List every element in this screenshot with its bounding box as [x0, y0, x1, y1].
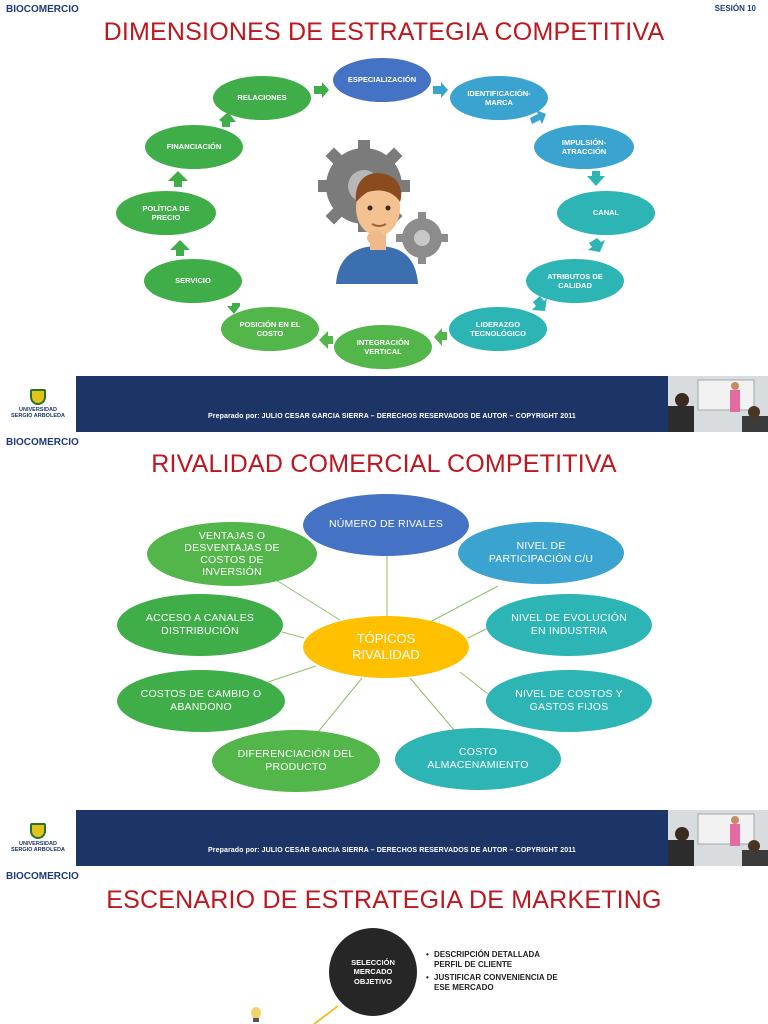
connector-6	[317, 677, 363, 733]
arrow-1	[433, 82, 448, 98]
classroom-photo	[668, 376, 768, 432]
arrow-10	[168, 171, 188, 187]
topic-costos-cambio: COSTOS DE CAMBIO O ABANDONO	[117, 670, 285, 732]
university-name-line2: SERGIO ARBOLEDA	[11, 413, 65, 419]
cycle-node-identificacion-marca: IDENTIFICACIÓN- MARCA	[450, 76, 548, 120]
connector-group	[267, 552, 499, 733]
prepared-by: Preparado por: JULIO CESAR GARCIA SIERRA…	[208, 847, 576, 854]
bullet-justificar: JUSTIFICAR CONVENIENCIA DE ESE MERCADO	[426, 973, 558, 992]
connector-2	[429, 585, 499, 623]
arrow-6	[434, 328, 447, 346]
arrow-2	[530, 110, 546, 124]
topic-ventajas-costos: VENTAJAS O DESVENTAJAS DE COSTOS DE INVE…	[147, 522, 317, 586]
topic-nivel-participacion: NIVEL DE PARTICIPACIÓN C/U	[458, 522, 624, 584]
slide-title: DIMENSIONES DE ESTRATEGIA COMPETITIVA	[103, 18, 665, 46]
topic-diferenciacion: DIFERENCIACIÓN DEL PRODUCTO	[212, 730, 380, 792]
classroom-photo	[668, 810, 768, 866]
slide-title: ESCENARIO DE ESTRATEGIA DE MARKETING	[106, 886, 662, 914]
cycle-node-relaciones: RELACIONES	[213, 76, 311, 120]
brand-label: BIOCOMERCIO	[6, 4, 79, 15]
arrow-4	[588, 238, 605, 252]
brand-label: BIOCOMERCIO	[6, 437, 79, 448]
thinking-man-gears-icon	[318, 140, 448, 284]
university-name-line1: UNIVERSIDAD	[19, 406, 57, 413]
shield-icon	[30, 822, 46, 839]
slide-escenario: BIOCOMERCIO ESCENARIO DE ESTRATEGIA DE M…	[0, 866, 768, 1024]
university-name-line1: UNIVERSIDAD	[19, 840, 57, 847]
cycle-node-especializacion: ESPECIALIZACIÓN	[333, 58, 431, 102]
arrow-8	[227, 303, 240, 314]
university-logo: UNIVERSIDAD SERGIO ARBOLEDA	[0, 810, 76, 866]
topic-nivel-costos: NIVEL DE COSTOS Y GASTOS FIJOS	[486, 670, 652, 732]
connector-3	[467, 627, 489, 639]
arrow-11	[219, 112, 236, 127]
arrow-9	[170, 240, 190, 256]
slide-title: RIVALIDAD COMERCIAL COMPETITIVA	[151, 450, 617, 478]
bullet-descripcion: DESCRIPCIÓN DETALLADA PERFIL DE CLIENTE	[426, 950, 540, 969]
slide-footer: UNIVERSIDAD SERGIO ARBOLEDA Preparado po…	[0, 376, 768, 432]
topic-costo-almacenamiento: COSTO ALMACENAMIENTO	[395, 728, 561, 790]
circle-seleccion-mercado: SELECCIÓN MERCADO OBJETIVO	[329, 928, 417, 1016]
shield-icon	[30, 388, 46, 405]
cycle-node-canal: CANAL	[557, 191, 655, 235]
slide-dimensiones: BIOCOMERCIO SESIÓN 10 DIMENSIONES DE EST…	[0, 0, 768, 432]
prepared-by: Preparado por: JULIO CESAR GARCIA SIERRA…	[208, 413, 576, 420]
topic-nivel-evolucion: NIVEL DE EVOLUCIÓN EN INDUSTRIA	[486, 594, 652, 656]
lightbulb-icon	[251, 1005, 339, 1024]
university-name-line2: SERGIO ARBOLEDA	[11, 847, 65, 853]
arrow-7	[319, 331, 333, 349]
brand-label: BIOCOMERCIO	[6, 871, 79, 882]
slide-footer: UNIVERSIDAD SERGIO ARBOLEDA Preparado po…	[0, 810, 768, 866]
cycle-node-liderazgo-tecnologico: LIDERAZGO TECNOLÓGICO	[449, 307, 547, 351]
topic-connector-lines	[267, 552, 499, 733]
cycle-node-financiacion: FINANCIACIÓN	[145, 125, 243, 169]
cycle-node-integracion-vertical: INTEGRACIÓN VERTICAL	[334, 325, 432, 369]
session-label: SESIÓN 10	[714, 4, 756, 13]
university-name: UNIVERSIDAD SERGIO ARBOLEDA	[11, 841, 65, 853]
arrow-5	[532, 296, 547, 311]
slide-rivalidad: BIOCOMERCIO RIVALIDAD COMERCIAL COMPETIT…	[0, 432, 768, 866]
connector-7	[267, 665, 317, 683]
topic-numero-rivales: NÚMERO DE RIVALES	[303, 494, 469, 556]
cycle-node-atributos-calidad: ATRIBUTOS DE CALIDAD	[526, 259, 624, 303]
connector-5	[409, 677, 455, 731]
connector-9	[275, 579, 341, 621]
cycle-node-posicion-costo: POSICIÓN EN EL COSTO	[221, 307, 319, 351]
university-name: UNIVERSIDAD SERGIO ARBOLEDA	[11, 407, 65, 419]
cycle-arrows	[168, 82, 605, 349]
topic-acceso-canales: ACCESO A CANALES DISTRIBUCIÓN	[117, 594, 283, 656]
cycle-node-servicio: SERVICIO	[144, 259, 242, 303]
cycle-arrow-set	[168, 82, 605, 349]
connector-8	[281, 631, 305, 639]
university-logo: UNIVERSIDAD SERGIO ARBOLEDA	[0, 376, 76, 432]
cycle-node-politica-precio: POLÍTICA DE PRECIO	[116, 191, 216, 235]
arrow-12	[314, 82, 329, 98]
connector-4	[459, 671, 489, 695]
center-topicos-rivalidad: TÓPICOS RIVALIDAD	[303, 616, 469, 678]
arrow-3	[587, 171, 605, 186]
cycle-node-impulsion-atraccion: IMPULSIÓN- ATRACCIÓN	[534, 125, 634, 169]
